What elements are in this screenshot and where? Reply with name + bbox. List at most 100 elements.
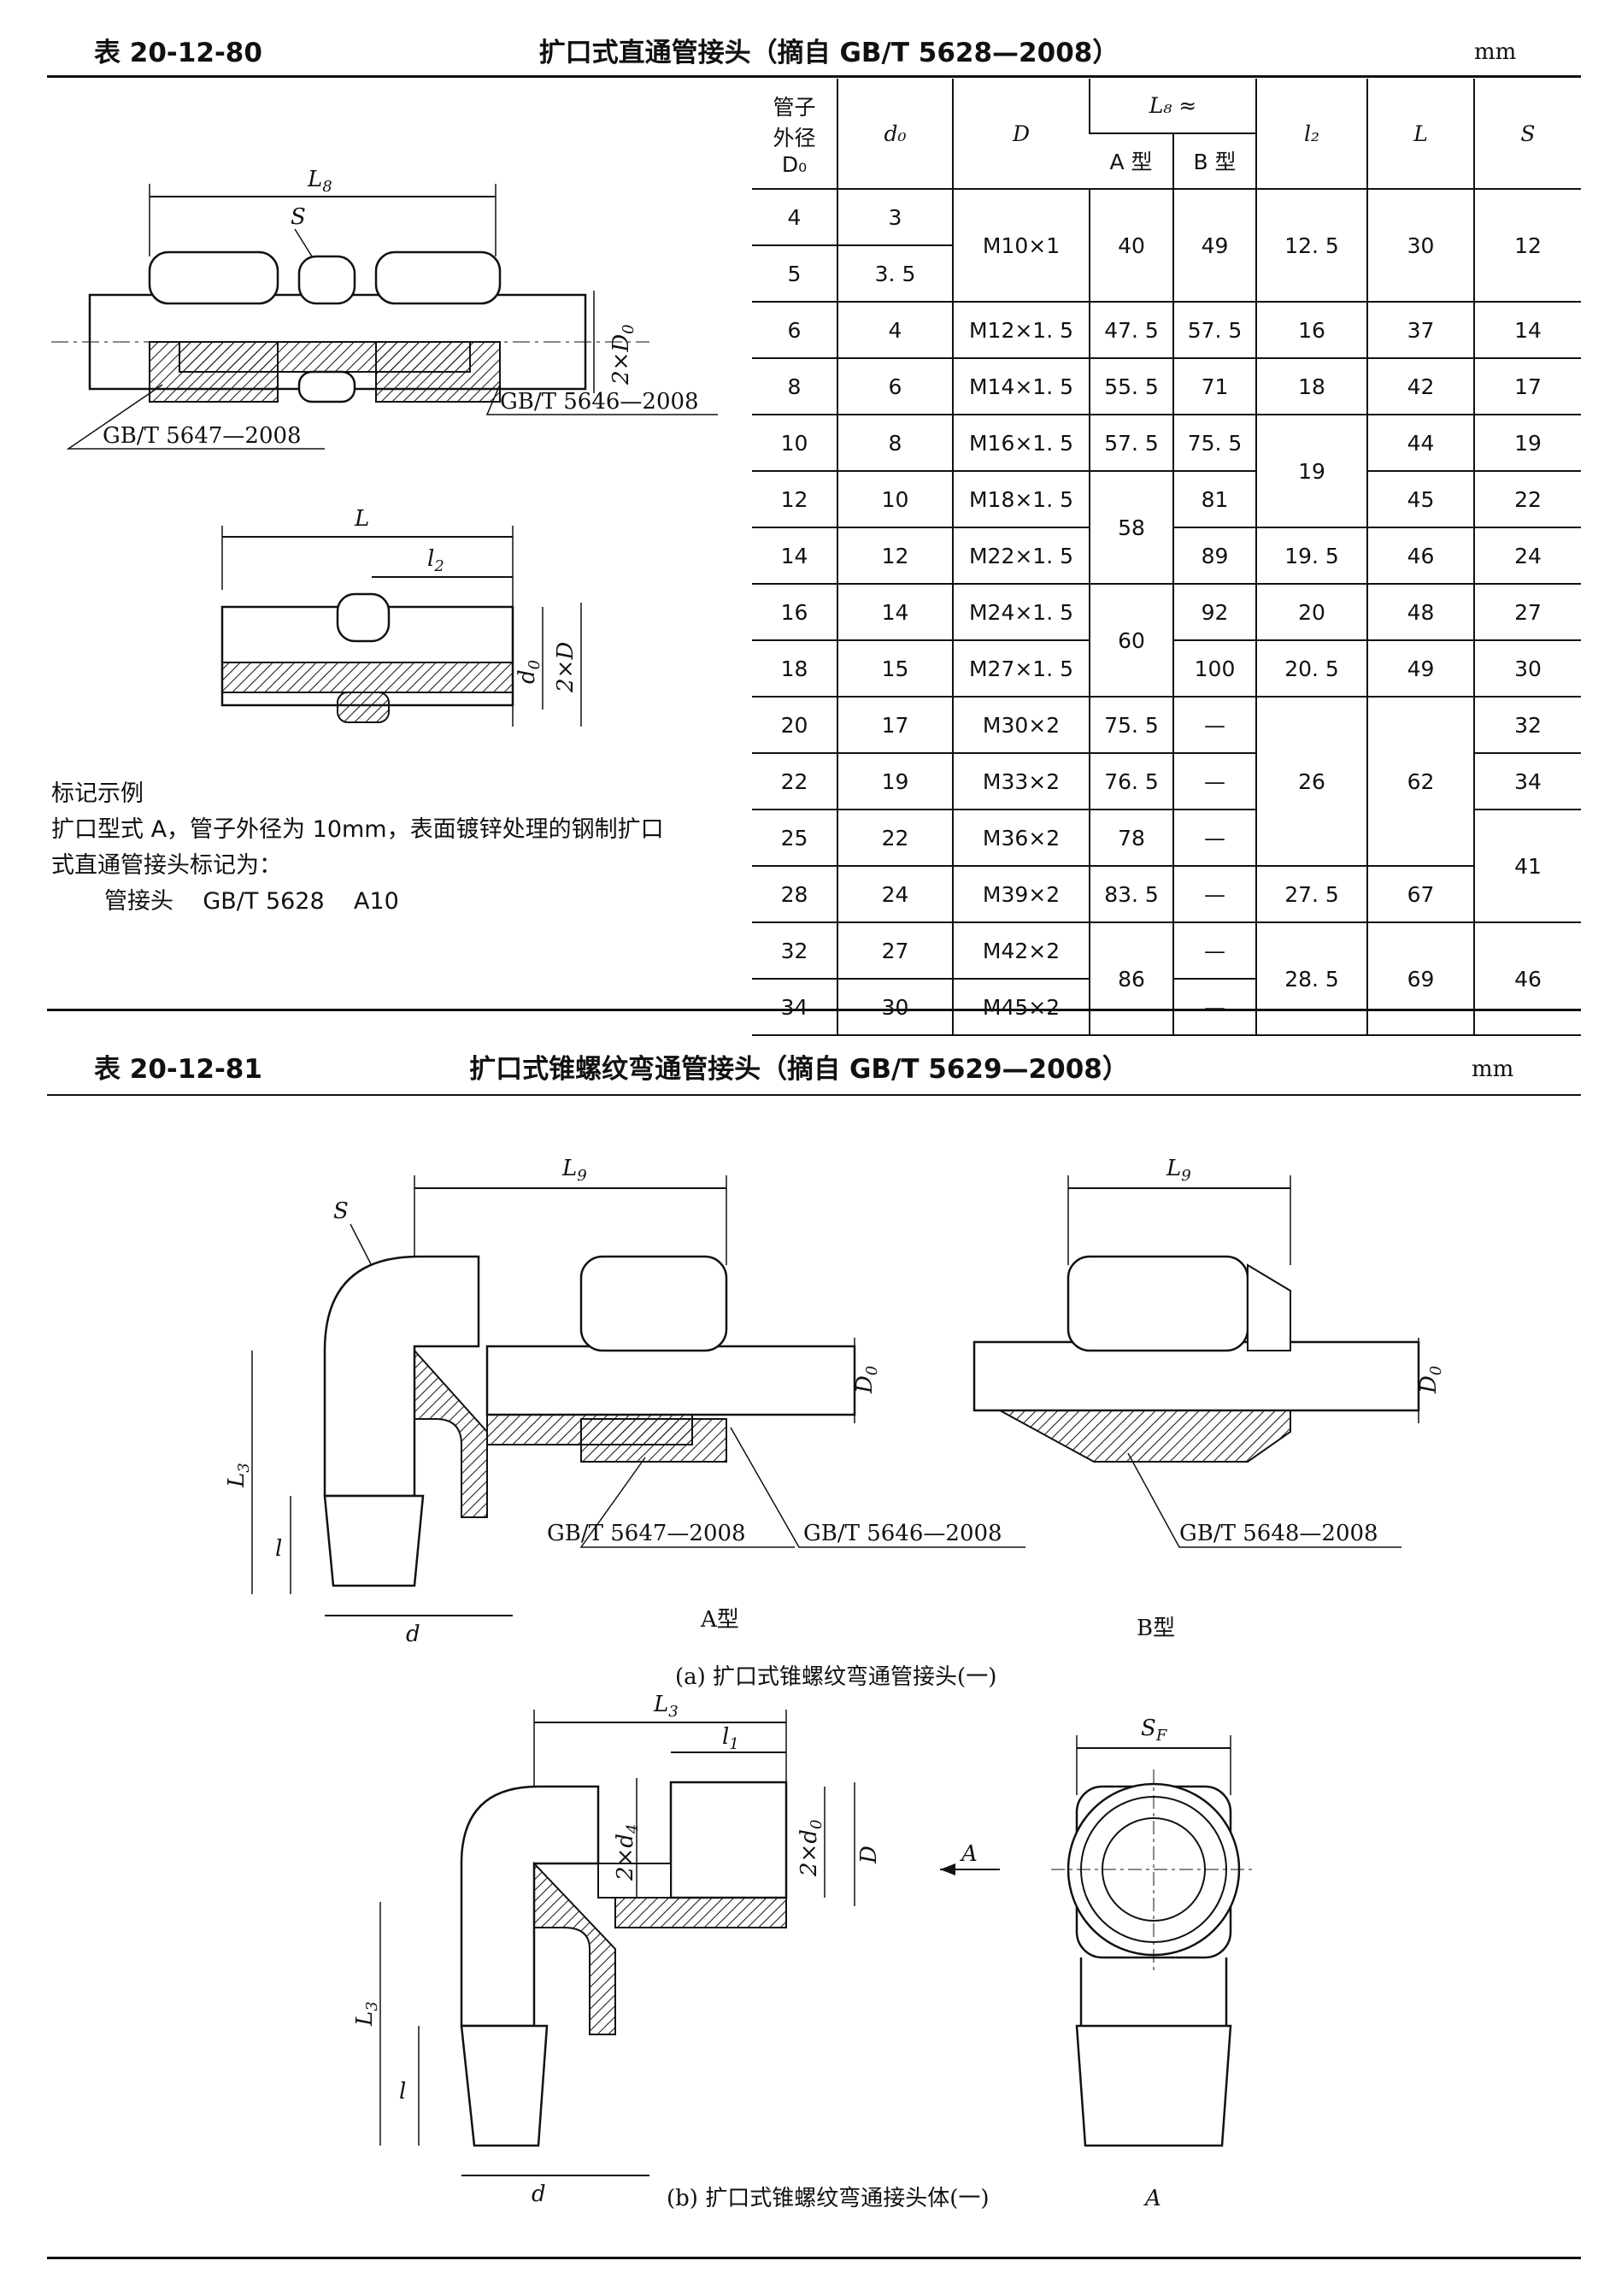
cell: 15 xyxy=(837,640,953,698)
table-row: 5 3. 5 xyxy=(752,245,1581,303)
cell: M42×2 xyxy=(952,922,1090,980)
label-type-b: B型 xyxy=(1137,1616,1175,1641)
cell: 22 xyxy=(752,753,837,810)
dim-2xD0: 2×D0 xyxy=(608,324,638,386)
cell: — xyxy=(1172,753,1256,810)
header-rule xyxy=(47,75,1581,78)
cell: 14 xyxy=(752,527,837,585)
marking-example: 标记示例 扩口型式 A，管子外径为 10mm，表面镀锌处理的钢制扩口 式直通管接… xyxy=(51,776,752,920)
footer-rule xyxy=(47,2257,1581,2259)
cell: 27 xyxy=(837,922,953,980)
cell: 34 xyxy=(752,979,837,1036)
table-row: 22 19 M33×2 76. 5 — 34 xyxy=(752,753,1581,810)
cell: 49 xyxy=(1172,189,1256,303)
table-row: 32 27 M42×2 86 — 28. 5 69 46 xyxy=(752,922,1581,1036)
cell: 24 xyxy=(1473,527,1581,585)
dim-l1: l1 xyxy=(722,1724,739,1753)
cell: — xyxy=(1172,922,1256,980)
std-5647-label: GB/T 5647—2008 xyxy=(103,423,302,449)
cell: 22 xyxy=(837,809,953,867)
cell: 18 xyxy=(1255,358,1367,415)
dim-L3-a: L3 xyxy=(224,1463,253,1488)
cell: 69 xyxy=(1366,922,1474,1036)
marking-heading: 标记示例 xyxy=(51,780,144,807)
header-type-a: A 型 xyxy=(1090,132,1173,191)
table-row: 20 17 M30×2 75. 5 — 26 62 32 xyxy=(752,697,1581,867)
cell: 92 xyxy=(1172,584,1256,641)
cell: 41 xyxy=(1473,809,1581,923)
cell: 32 xyxy=(752,922,837,980)
marking-line-2: 式直通管接头标记为： xyxy=(51,852,282,879)
cell: 8 xyxy=(752,358,837,415)
dim-SF: SF xyxy=(1141,1716,1168,1745)
dim-l-b: l xyxy=(399,2079,406,2105)
dim-d-a: d xyxy=(406,1622,420,1647)
cell: M45×2 xyxy=(952,979,1090,1036)
cell: M24×1. 5 xyxy=(952,584,1090,641)
dim-2xd4: 2×d4 xyxy=(613,1824,642,1881)
cell: 26 xyxy=(1255,697,1367,867)
cell: M33×2 xyxy=(952,753,1090,810)
cell: 12 xyxy=(837,527,953,585)
std-5647-label-2: GB/T 5647—2008 xyxy=(547,1521,746,1546)
cell: 46 xyxy=(1366,527,1474,585)
table-row: 16 14 M24×1. 5 60 92 20 48 27 xyxy=(752,584,1581,698)
cell: 4 xyxy=(837,302,953,359)
cell: M18×1. 5 xyxy=(952,471,1090,528)
std-5648-label: GB/T 5648—2008 xyxy=(1179,1521,1378,1546)
cell: 46 xyxy=(1473,922,1581,1036)
dim-D0-b: D0 xyxy=(1416,1366,1445,1394)
cell: M14×1. 5 xyxy=(952,358,1090,415)
cell: 44 xyxy=(1366,415,1474,472)
cell: 45 xyxy=(1366,471,1474,528)
table-row: 12 10 M18×1. 5 58 81 45 22 xyxy=(752,471,1581,585)
cell: 67 xyxy=(1366,866,1474,923)
unit-label-2: mm xyxy=(1472,1057,1514,1082)
cell: 32 xyxy=(1473,697,1581,754)
cell: 12 xyxy=(752,471,837,528)
section-rule xyxy=(47,1009,1581,1011)
table-title-2: 扩口式锥螺纹弯通管接头（摘自 GB/T 5629—2008） xyxy=(469,1054,1129,1085)
header-S: S xyxy=(1473,79,1581,190)
cell: 3 xyxy=(837,189,953,246)
table-row: 25 22 M36×2 78 — 41 xyxy=(752,809,1581,923)
straight-union-figure: L8 S 2×D0 GB/T 5647—2008 GB/T 5646—2008 … xyxy=(51,167,718,727)
caption-a: (a) 扩口式锥螺纹弯通管接头(一) xyxy=(675,1664,996,1690)
cell: 57. 5 xyxy=(1172,302,1256,359)
arrow-label-A: A xyxy=(960,1841,978,1867)
dim-l-a: l xyxy=(275,1536,282,1562)
cell: 28 xyxy=(752,866,837,923)
cell: 34 xyxy=(1473,753,1581,810)
dim-2xD: 2×D xyxy=(553,642,579,693)
cell: 16 xyxy=(752,584,837,641)
cell: 5 xyxy=(752,245,837,303)
marking-line-1: 扩口型式 A，管子外径为 10mm，表面镀锌处理的钢制扩口 xyxy=(51,816,664,843)
cell: 6 xyxy=(752,302,837,359)
cell: 25 xyxy=(752,809,837,867)
cell: 78 xyxy=(1089,809,1173,867)
dim-L: L xyxy=(354,506,369,532)
table-row: 14 12 M22×1. 5 89 19. 5 46 24 xyxy=(752,527,1581,585)
cell: 10 xyxy=(837,471,953,528)
cell: — xyxy=(1172,979,1256,1036)
marking-line-3: 管接头 GB/T 5628 A10 xyxy=(104,888,399,915)
cell: — xyxy=(1172,809,1256,867)
cell: 76. 5 xyxy=(1089,753,1173,810)
table-number-2: 表 20-12-81 xyxy=(94,1054,262,1085)
cell: 12. 5 xyxy=(1255,189,1367,303)
table-row: 4 3 M10×1 40 49 12. 5 30 12 xyxy=(752,189,1581,303)
cell: M10×1 xyxy=(952,189,1090,303)
cell: 20. 5 xyxy=(1255,640,1367,698)
cell: — xyxy=(1172,697,1256,754)
table-row: 28 24 M39×2 83. 5 — 27. 5 67 xyxy=(752,866,1581,923)
cell: M16×1. 5 xyxy=(952,415,1090,472)
cell: 19 xyxy=(837,753,953,810)
cell: 100 xyxy=(1172,640,1256,698)
header-L: L xyxy=(1366,79,1474,190)
std-5646-label: GB/T 5646—2008 xyxy=(500,389,699,415)
cell: 12 xyxy=(1473,189,1581,303)
cell: 20 xyxy=(752,697,837,754)
cell: 30 xyxy=(1366,189,1474,303)
dim-S: S xyxy=(291,204,306,230)
cell: 19. 5 xyxy=(1255,527,1367,585)
